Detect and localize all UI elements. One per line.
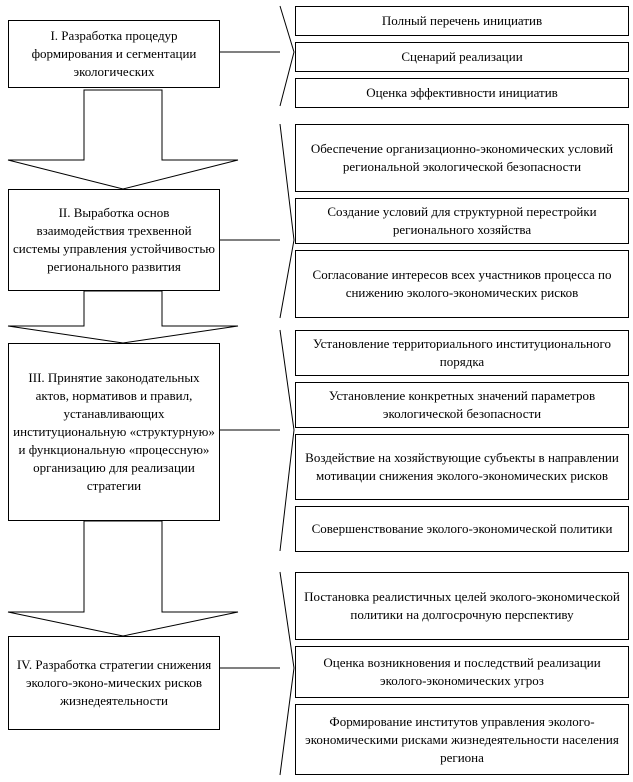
stage-3-box: III. Принятие законодательных актов, нор…: [8, 343, 220, 521]
stage-1-item-1: Полный перечень инициатив: [295, 6, 629, 36]
brace-arrow-3: [220, 329, 295, 552]
stage-1-text: I. Разработка процедур формирования и се…: [31, 28, 197, 79]
brace-arrow-1: [220, 5, 295, 107]
stage-2-item-2: Создание условий для структурной перестр…: [295, 198, 629, 244]
down-arrow-3-4: [7, 520, 239, 637]
stage-1-item-3: Оценка эффективности инициатив: [295, 78, 629, 108]
brace-arrow-2: [220, 123, 295, 319]
brace-arrow-4: [220, 571, 295, 776]
stage-3-item-3: Воздействие на хозяйствующие субъекты в …: [295, 434, 629, 500]
stage-3-item-4: Совершенствование эколого-экономической …: [295, 506, 629, 552]
stage-2-item-1: Обеспечение организационно-экономических…: [295, 124, 629, 192]
down-arrow-2-3: [7, 290, 239, 344]
stage-1-box: I. Разработка процедур формирования и се…: [8, 20, 220, 88]
stage-4-box: IV. Разработка стратегии снижения эколог…: [8, 636, 220, 730]
stage-2-box: II. Выработка основ взаимодействия трехв…: [8, 189, 220, 291]
down-arrow-1-2: [7, 89, 239, 190]
stage-2-item-3: Согласование интересов всех участников п…: [295, 250, 629, 318]
stage-4-item-2: Оценка возникновения и последствий реали…: [295, 646, 629, 698]
stage-1-item-2: Сценарий реализации: [295, 42, 629, 72]
stage-2-text: II. Выработка основ взаимодействия трехв…: [13, 205, 215, 274]
stage-4-text: IV. Разработка стратегии снижения эколог…: [16, 657, 212, 708]
stage-4-item-3: Формирование институтов управления эколо…: [295, 704, 629, 775]
stage-4-item-1: Постановка реалистичных целей эколого-эк…: [295, 572, 629, 640]
stage-3-item-1: Установление территориального институцио…: [295, 330, 629, 376]
stage-3-item-2: Установление конкретных значений парамет…: [295, 382, 629, 428]
stage-3-text: III. Принятие законодательных актов, нор…: [13, 370, 215, 493]
